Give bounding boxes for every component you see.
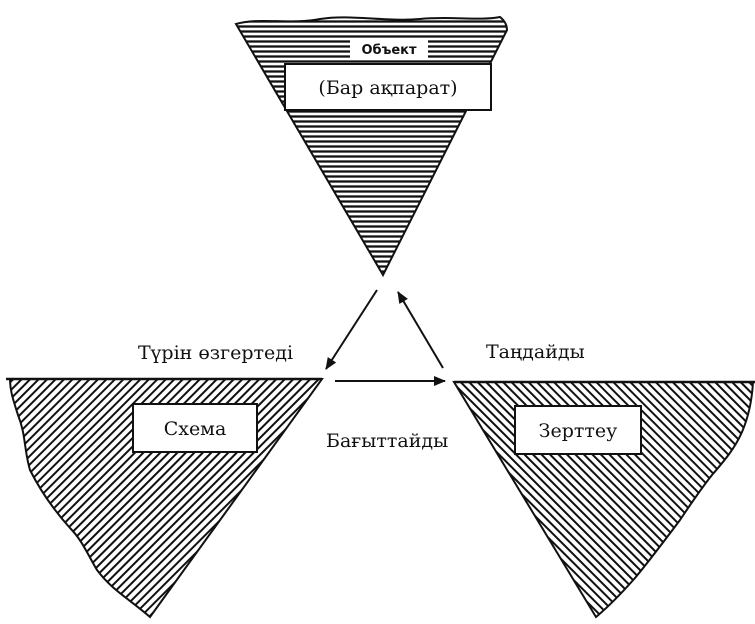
research-box (514, 405, 642, 455)
right-arrow-label: Таңдайды (486, 341, 585, 363)
object-triangle: Объект (Бар ақпарат) (234, 15, 509, 278)
schema-triangle: Схема (6, 377, 324, 619)
object-header: Объект (361, 43, 417, 58)
arrow-research-to-object (397, 291, 444, 369)
left-arrow-label: Түрін өзгертеді (138, 342, 293, 364)
bottom-arrow-label: Бағыттайды (326, 430, 448, 452)
object-header-bg (350, 40, 428, 58)
research-triangle: Зерттеу (452, 380, 755, 619)
research-label: Зерттеу (539, 420, 618, 442)
object-info-box (284, 63, 492, 111)
arrow-object-to-schema (325, 289, 378, 370)
schema-box (132, 403, 258, 453)
object-info-label: (Бар ақпарат) (318, 77, 457, 99)
schema-label: Схема (164, 418, 227, 440)
